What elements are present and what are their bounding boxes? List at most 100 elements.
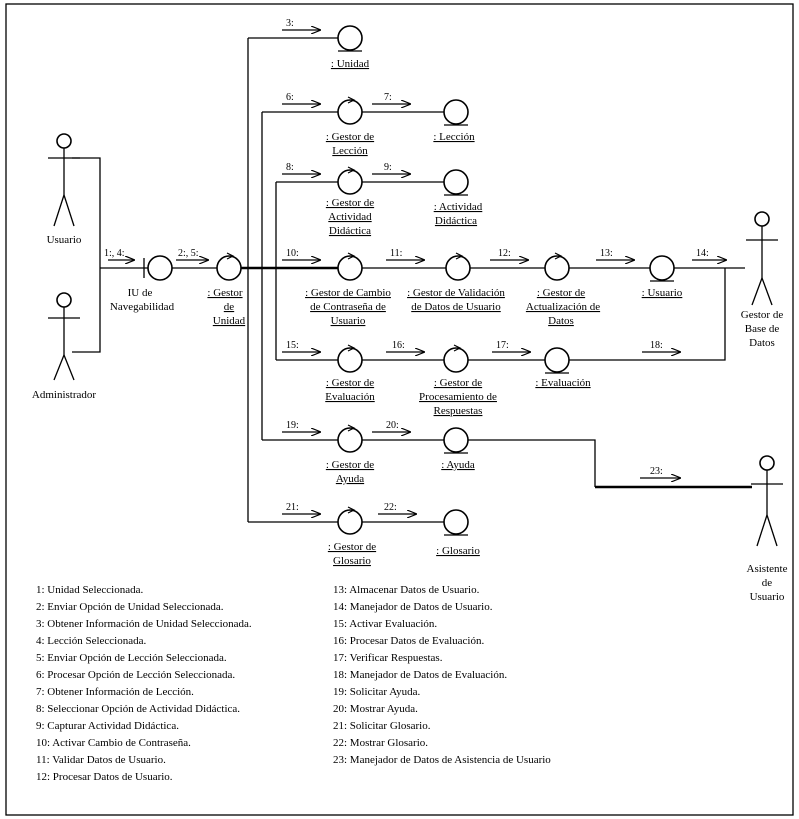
control-icon [337, 344, 363, 373]
obj-ayuda: : Ayuda [441, 427, 475, 471]
obj-ayuda-line-1: : Ayuda [441, 459, 475, 471]
msg-label-3: 3: [286, 18, 294, 29]
boundary-icon [143, 255, 173, 281]
legend-item-3: 3: Obtener Información de Unidad Selecci… [36, 618, 252, 630]
obj-gestor-unidad: : Gestor de Unidad [207, 252, 246, 327]
actor-asistente-line-1: Asistente [747, 563, 788, 575]
obj-gestor-glosario-line-2: Glosario [333, 555, 371, 567]
obj-gestor-ayuda: : Gestor de Ayuda [326, 424, 374, 485]
msg-label-21: 21: [286, 502, 299, 513]
legend-item-10: 10: Activar Cambio de Contraseña. [36, 737, 191, 749]
obj-gestor-evaluacion-line-1: : Gestor de [326, 377, 374, 389]
obj-gestor-ayuda-line-1: : Gestor de [326, 459, 374, 471]
obj-gestor-unidad-line-2: de [224, 301, 235, 313]
msg-label-10: 10: [286, 248, 299, 259]
obj-leccion-line-1: : Lección [433, 131, 475, 143]
legend-right: 13: Almacenar Datos de Usuario. 14: Mane… [333, 584, 551, 766]
legend-item-22: 22: Mostrar Glosario. [333, 737, 428, 749]
obj-leccion: : Lección [433, 99, 475, 143]
entity-icon [443, 427, 469, 454]
actor-asistente-line-2: de [762, 577, 773, 589]
msg-label-1-4: 1:, 4: [104, 248, 125, 259]
obj-gestor-ayuda-line-2: Ayuda [336, 473, 364, 485]
msg-label-9: 9: [384, 162, 392, 173]
obj-gestor-cambio-line-3: Usuario [331, 315, 366, 327]
control-icon [445, 252, 471, 281]
entity-icon [544, 347, 570, 374]
msg-label-15: 15: [286, 340, 299, 351]
legend-item-21: 21: Solicitar Glosario. [333, 720, 431, 732]
message-arrows [108, 30, 726, 514]
msg-label-12: 12: [498, 248, 511, 259]
obj-gestor-validacion: : Gestor de Validación de Datos de Usuar… [407, 252, 505, 313]
actor-usuario: Usuario [47, 133, 82, 246]
obj-gestor-unidad-line-3: Unidad [213, 315, 246, 327]
entity-icon [443, 169, 469, 196]
obj-unidad-line-1: : Unidad [331, 58, 370, 70]
diagram-frame [5, 3, 794, 816]
connectors [72, 37, 752, 523]
message-labels: 1:, 4: 2:, 5: 3: 6: 7: 8: 9: 10: 11: 12:… [104, 18, 709, 513]
control-icon [337, 166, 363, 195]
obj-actividad-line-2: Didáctica [435, 215, 477, 227]
actor-icon [48, 133, 80, 227]
legend-item-8: 8: Seleccionar Opción de Actividad Didác… [36, 703, 240, 715]
obj-gestor-actualizacion-line-2: Actualización de [526, 301, 600, 313]
legend-item-19: 19: Solicitar Ayuda. [333, 686, 421, 698]
obj-gestor-cambio-line-2: de Contraseña de [310, 301, 386, 313]
actor-administrador-label: Administrador [32, 389, 96, 401]
legend-item-15: 15: Activar Evaluación. [333, 618, 437, 630]
obj-actividad-line-1: : Actividad [434, 201, 483, 213]
msg-label-13: 13: [600, 248, 613, 259]
entity-icon [337, 25, 363, 52]
legend-item-2: 2: Enviar Opción de Unidad Seleccionada. [36, 601, 224, 613]
obj-glosario: : Glosario [436, 509, 480, 557]
obj-gestor-leccion-line-2: Lección [332, 145, 368, 157]
entity-icon [443, 99, 469, 126]
msg-label-19: 19: [286, 420, 299, 431]
obj-usuario: : Usuario [642, 255, 683, 299]
obj-glosario-line-1: : Glosario [436, 545, 480, 557]
msg-label-17: 17: [496, 340, 509, 351]
actor-gestor-bd-line-1: Gestor de [741, 309, 784, 321]
legend-item-20: 20: Mostrar Ayuda. [333, 703, 418, 715]
legend-left: 1: Unidad Seleccionada. 2: Enviar Opción… [36, 584, 252, 783]
actor-gestor-bd-line-3: Datos [749, 337, 775, 349]
msg-label-2-5: 2:, 5: [178, 248, 199, 259]
obj-gestor-glosario: : Gestor de Glosario [328, 506, 376, 567]
legend-item-18: 18: Manejador de Datos de Evaluación. [333, 669, 507, 681]
actor-icon [48, 292, 80, 381]
obj-gestor-glosario-line-1: : Gestor de [328, 541, 376, 553]
msg-label-11: 11: [390, 248, 402, 259]
obj-gestor-procesamiento-line-2: Procesamiento de [419, 391, 497, 403]
legend-item-5: 5: Enviar Opción de Lección Seleccionada… [36, 652, 227, 664]
control-icon [337, 506, 363, 535]
actor-icon [746, 211, 778, 306]
obj-gestor-leccion-line-1: : Gestor de [326, 131, 374, 143]
actor-usuario-label: Usuario [47, 234, 82, 246]
iu-navegabilidad: IU de Navegabilidad [110, 255, 175, 313]
iu-label-line-2: Navegabilidad [110, 301, 175, 313]
control-icon [216, 252, 242, 281]
actor-gestor-bd-line-2: Base de [745, 323, 780, 335]
legend-item-9: 9: Capturar Actividad Didáctica. [36, 720, 179, 732]
obj-gestor-actividad: : Gestor de Actividad Didáctica [326, 166, 374, 237]
msg-label-14: 14: [696, 248, 709, 259]
legend-item-17: 17: Verificar Respuestas. [333, 652, 443, 664]
obj-gestor-leccion: : Gestor de Lección [326, 96, 374, 157]
msg-label-23: 23: [650, 466, 663, 477]
obj-gestor-actividad-line-1: : Gestor de [326, 197, 374, 209]
msg-label-8: 8: [286, 162, 294, 173]
legend-item-14: 14: Manejador de Datos de Usuario. [333, 601, 493, 613]
control-icon [337, 96, 363, 125]
msg-label-20: 20: [386, 420, 399, 431]
obj-gestor-unidad-line-1: : Gestor [207, 287, 242, 299]
obj-gestor-cambio: : Gestor de Cambio de Contraseña de Usua… [305, 252, 391, 327]
control-icon [544, 252, 570, 281]
msg-label-22: 22: [384, 502, 397, 513]
obj-gestor-procesamiento-line-3: Respuestas [434, 405, 483, 417]
actor-gestor-bd: Gestor de Base de Datos [741, 211, 784, 349]
legend-item-6: 6: Procesar Opción de Lección Selecciona… [36, 669, 235, 681]
legend-item-11: 11: Validar Datos de Usuario. [36, 754, 166, 766]
obj-gestor-evaluacion: : Gestor de Evaluación [325, 344, 375, 403]
